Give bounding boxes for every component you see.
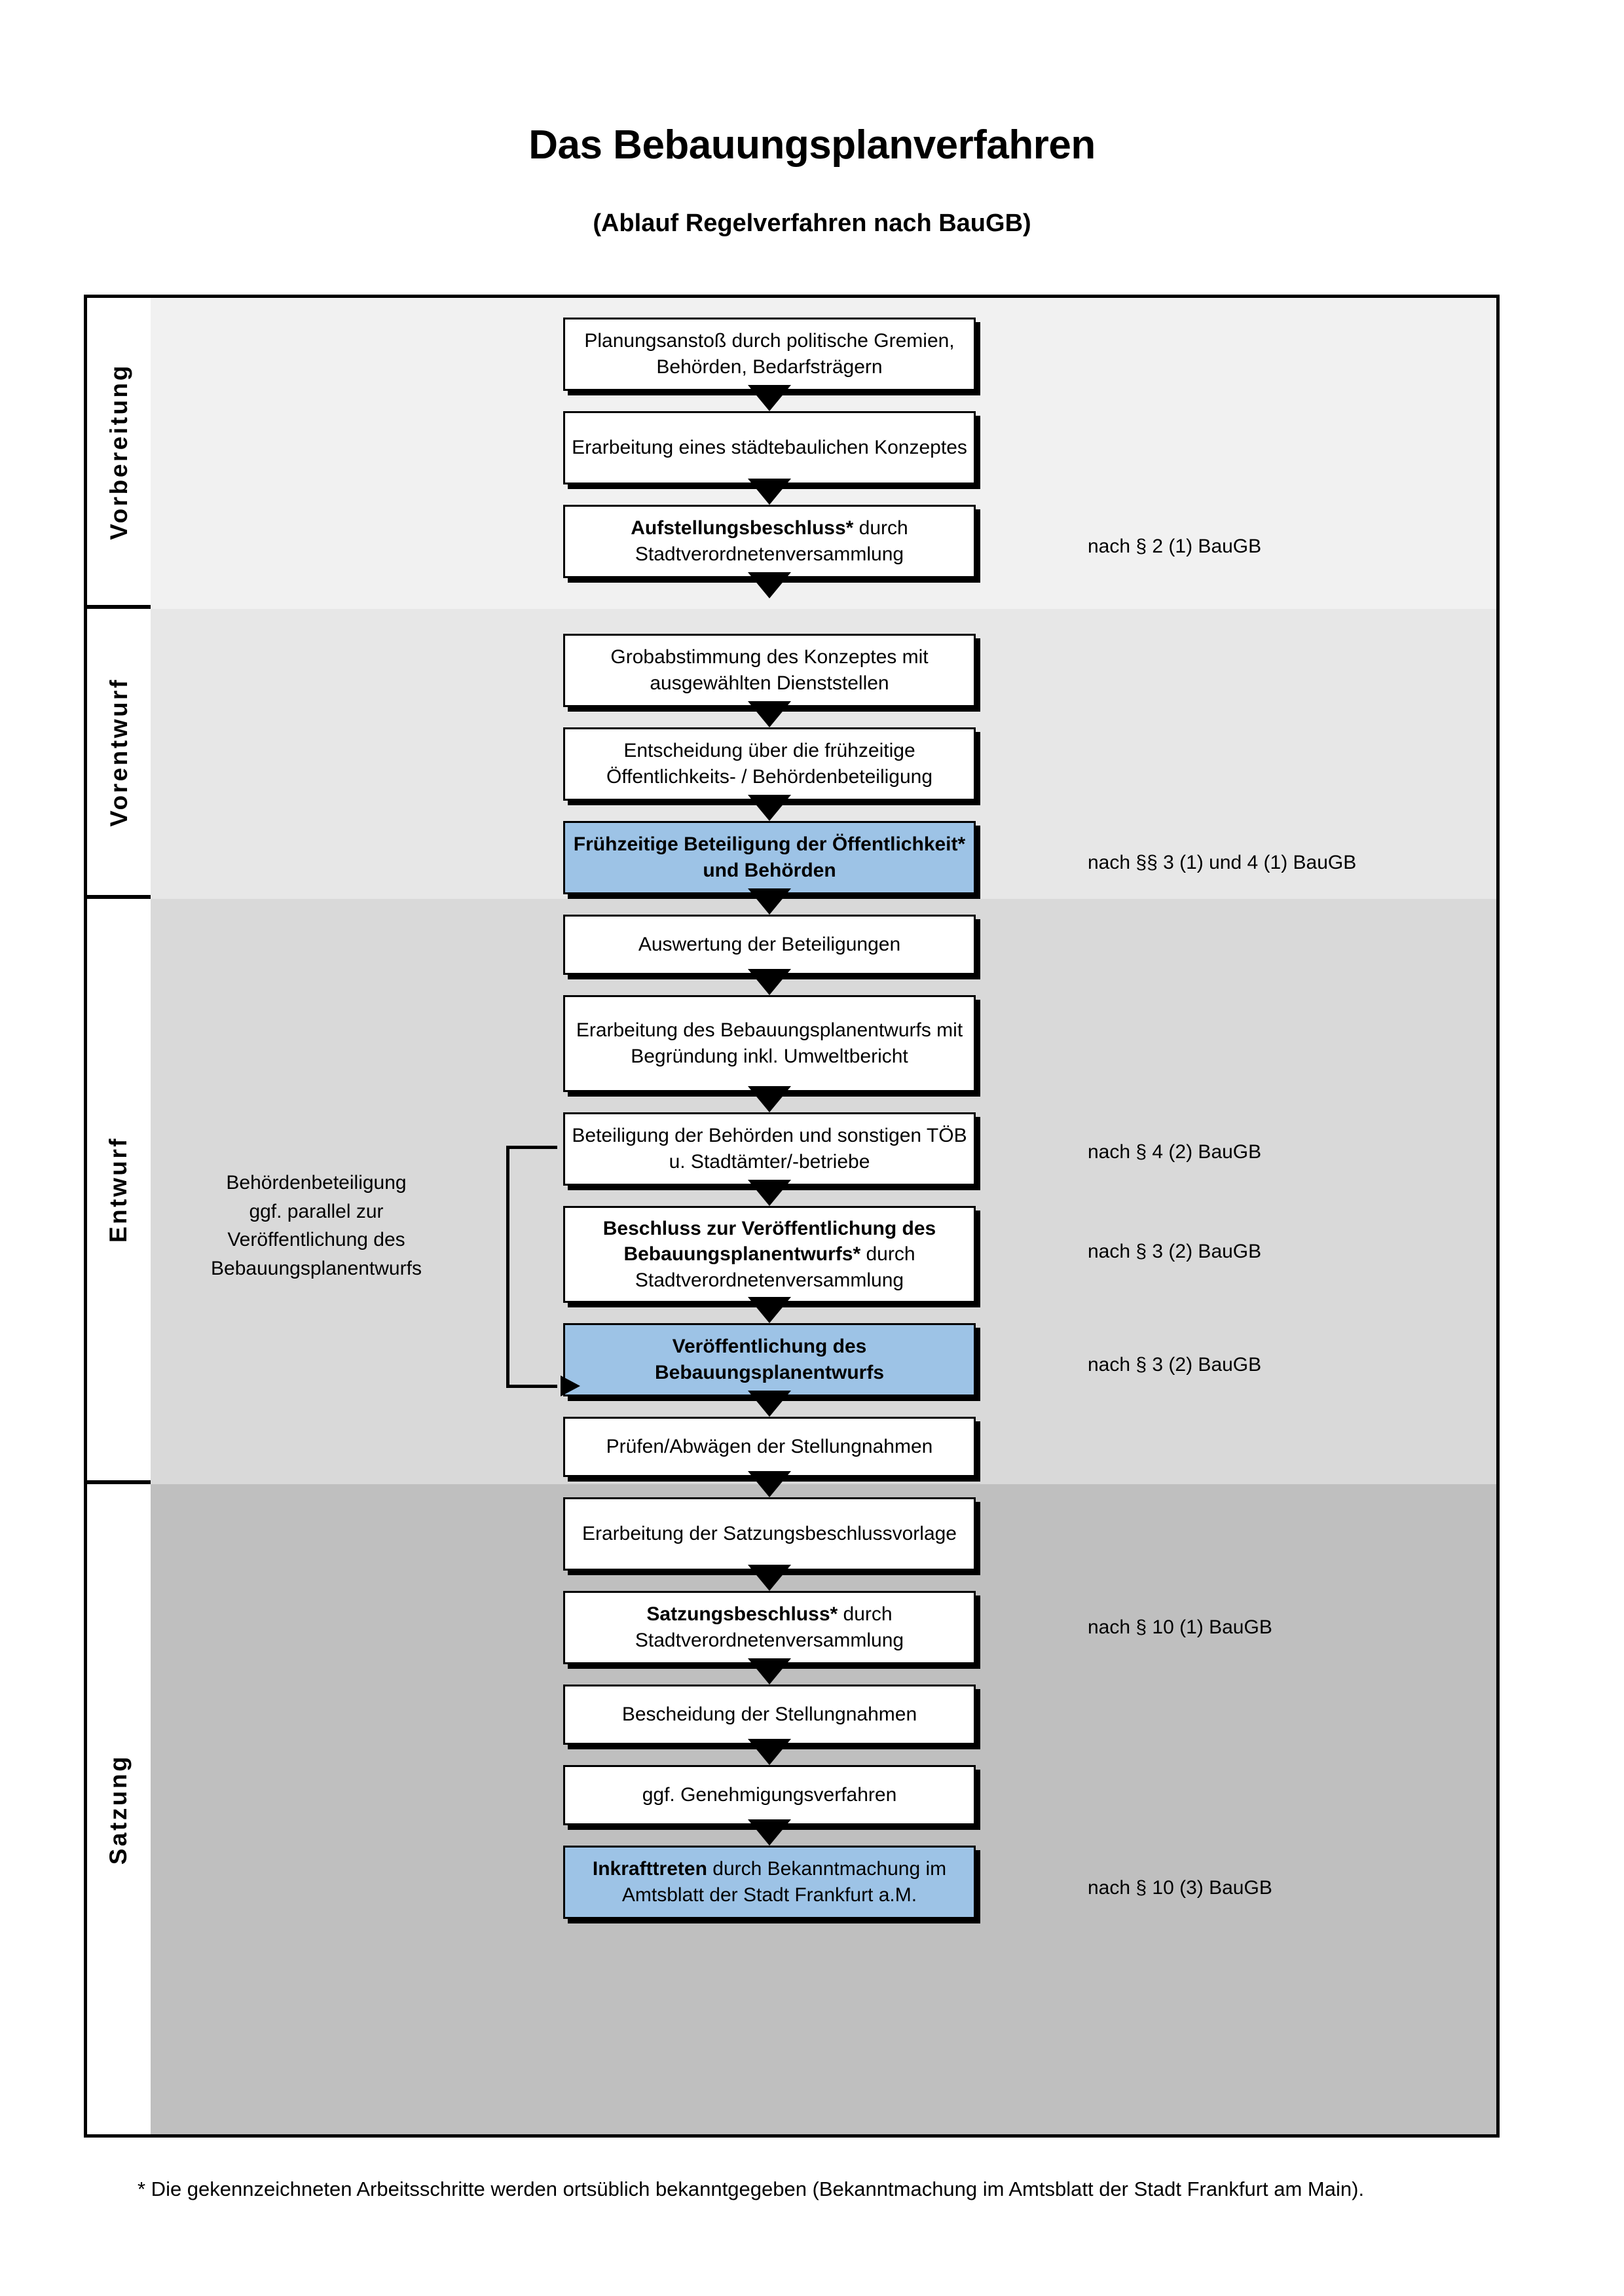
side-note-line: Veröffentlichung des (227, 1229, 405, 1250)
flow-arrow-down (748, 1471, 791, 1497)
step-text-rest: durch Stadtverordnetenversammlung (635, 1243, 915, 1291)
step-text-rest: durch Bekanntmachung im Amtsblatt der St… (621, 1858, 947, 1906)
law-ref-par10-1: nach § 10 (1) BauGB (1088, 1616, 1272, 1638)
step-text: Erarbeitung des Bebauungsplanentwurfs mi… (576, 1019, 963, 1067)
phase-label-text: Entwurf (105, 1136, 132, 1243)
step-text-strong: Beschluss zur Veröffentlichung des Bebau… (602, 1217, 936, 1266)
phase-rail: Vorbereitung Vorentwurf Entwurf Satzung (87, 298, 151, 2134)
phase-label-text: Vorbereitung (105, 363, 132, 540)
step-text-strong: Satzungsbeschluss* (646, 1603, 838, 1626)
law-ref-par2-1: nach § 2 (1) BauGB (1088, 536, 1262, 557)
page-title: Das Bebauungsplanverfahren (528, 122, 1096, 168)
flow-arrow-down (748, 1086, 791, 1112)
step-box-pruefen-abwaegen[interactable]: Prüfen/Abwägen der Stellungnahmen (563, 1417, 976, 1477)
bracket-top-arm (506, 1146, 557, 1149)
flow-arrow-down (748, 1565, 791, 1591)
step-box-entscheidung-fruehzeitig[interactable]: Entscheidung über die frühzeitige Öffent… (563, 727, 976, 801)
law-ref-par3-2-b: nach § 3 (2) BauGB (1088, 1354, 1262, 1376)
step-text: Auswertung der Beteiligungen (638, 934, 901, 956)
step-text: Inkrafttreten durch Bekanntmachung im Am… (572, 1856, 967, 1908)
step-box-erarbeitung-satzungsvorlage[interactable]: Erarbeitung der Satzungsbeschlussvorlage (563, 1497, 976, 1571)
step-text: Veröffentlichung des Bebauungsplanentwur… (654, 1336, 885, 1383)
footnote: * Die gekennzeichneten Arbeitsschritte w… (138, 2178, 1365, 2200)
law-ref-par10-3: nach § 10 (3) BauGB (1088, 1877, 1272, 1899)
step-text: Frühzeitige Beteiligung der Öffentlichke… (573, 833, 966, 881)
step-box-grobabstimmung[interactable]: Grobabstimmung des Konzeptes mit ausgewä… (563, 634, 976, 707)
flow-arrow-down (748, 1739, 791, 1765)
page-subtitle: (Ablauf Regelverfahren nach BauGB) (593, 210, 1031, 237)
step-text: Grobabstimmung des Konzeptes mit ausgewä… (610, 646, 929, 694)
flow-arrow-down (748, 479, 791, 505)
flow-arrow-down (748, 888, 791, 915)
flow-arrow-down (748, 795, 791, 821)
step-text-rest: durch Stadtverordnetenversammlung (635, 1603, 904, 1651)
step-box-beteiligung-behoerden[interactable]: Beteiligung der Behörden und sonstigen T… (563, 1112, 976, 1186)
phase-label-text: Vorentwurf (105, 677, 132, 827)
step-text: Erarbeitung eines städtebaulichen Konzep… (572, 437, 967, 459)
step-text: Erarbeitung der Satzungsbeschlussvorlage (581, 1523, 957, 1545)
law-ref-par3-2-a: nach § 3 (2) BauGB (1088, 1241, 1262, 1262)
step-box-auswertung[interactable]: Auswertung der Beteiligungen (563, 915, 976, 975)
step-box-konzept[interactable]: Erarbeitung eines städtebaulichen Konzep… (563, 411, 976, 484)
step-text-strong: Aufstellungsbeschluss* (631, 517, 854, 539)
phase-label-text: Satzung (105, 1754, 132, 1865)
flow-arrow-down (748, 1658, 791, 1685)
phase-label-vorbereitung: Vorbereitung (87, 298, 151, 609)
step-text: Planungsanstoß durch politische Gremien,… (584, 330, 955, 378)
flow-arrow-down (748, 1297, 791, 1323)
step-text: Entscheidung über die frühzeitige Öffent… (606, 740, 933, 788)
step-text: Beschluss zur Veröffentlichung des Bebau… (572, 1216, 967, 1294)
step-text-strong: Inkrafttreten (592, 1858, 707, 1880)
phase-label-entwurf: Entwurf (87, 899, 151, 1484)
step-text: Prüfen/Abwägen der Stellungnahmen (606, 1436, 933, 1458)
step-box-beschluss-veroeffentlichung[interactable]: Beschluss zur Veröffentlichung des Bebau… (563, 1206, 976, 1303)
step-box-inkrafttreten[interactable]: Inkrafttreten durch Bekanntmachung im Am… (563, 1846, 976, 1919)
step-text: Bescheidung der Stellungnahmen (621, 1704, 917, 1726)
step-text: Aufstellungsbeschluss* durch Stadtverord… (572, 515, 967, 567)
step-box-satzungsbeschluss[interactable]: Satzungsbeschluss* durch Stadtverordnete… (563, 1591, 976, 1664)
side-note-line: Bebauungsplanentwurfs (211, 1257, 422, 1279)
flow-arrow-down (748, 701, 791, 727)
flow-arrow-down (748, 385, 791, 411)
step-box-fruehzeitige-beteiligung[interactable]: Frühzeitige Beteiligung der Öffentlichke… (563, 821, 976, 894)
step-text-rest: durch Stadtverordnetenversammlung (635, 517, 908, 565)
step-box-veroeffentlichung-bplan[interactable]: Veröffentlichung des Bebauungsplanentwur… (563, 1323, 976, 1396)
flow-arrow-down (748, 1819, 791, 1846)
side-note-line: ggf. parallel zur (249, 1200, 384, 1222)
step-box-aufstellungsbeschluss[interactable]: Aufstellungsbeschluss* durch Stadtverord… (563, 505, 976, 578)
step-box-bescheidung[interactable]: Bescheidung der Stellungnahmen (563, 1685, 976, 1745)
flow-arrow-down (748, 1391, 791, 1417)
step-box-erarbeitung-bplan[interactable]: Erarbeitung des Bebauungsplanentwurfs mi… (563, 995, 976, 1092)
bracket-bottom-arm (506, 1385, 557, 1388)
step-box-planungsanstoss[interactable]: Planungsanstoß durch politische Gremien,… (563, 318, 976, 391)
bracket-arrowhead (561, 1376, 580, 1396)
step-text: Beteiligung der Behörden und sonstigen T… (572, 1125, 967, 1173)
flowchart-frame: Vorbereitung Vorentwurf Entwurf Satzung … (84, 295, 1500, 2138)
step-box-genehmigungsverfahren[interactable]: ggf. Genehmigungsverfahren (563, 1765, 976, 1825)
flow-arrow-down (748, 572, 791, 598)
flow-arrow-down (748, 1180, 791, 1206)
flow-arrow-down (748, 969, 791, 995)
bracket-vertical-arm (506, 1146, 509, 1388)
parallel-bracket-connector (506, 1146, 580, 1396)
law-ref-par4-2: nach § 4 (2) BauGB (1088, 1141, 1262, 1163)
step-text: Satzungsbeschluss* durch Stadtverordnete… (572, 1601, 967, 1653)
phase-label-vorentwurf: Vorentwurf (87, 609, 151, 899)
phase-label-satzung: Satzung (87, 1484, 151, 2134)
step-text: ggf. Genehmigungsverfahren (642, 1784, 897, 1806)
law-ref-par3-1-4-1: nach §§ 3 (1) und 4 (1) BauGB (1088, 852, 1357, 873)
side-note-line: Behördenbeteiligung (226, 1172, 407, 1194)
side-note-behoerdenbeteiligung: Behördenbeteiligung ggf. parallel zur Ve… (179, 1169, 454, 1283)
